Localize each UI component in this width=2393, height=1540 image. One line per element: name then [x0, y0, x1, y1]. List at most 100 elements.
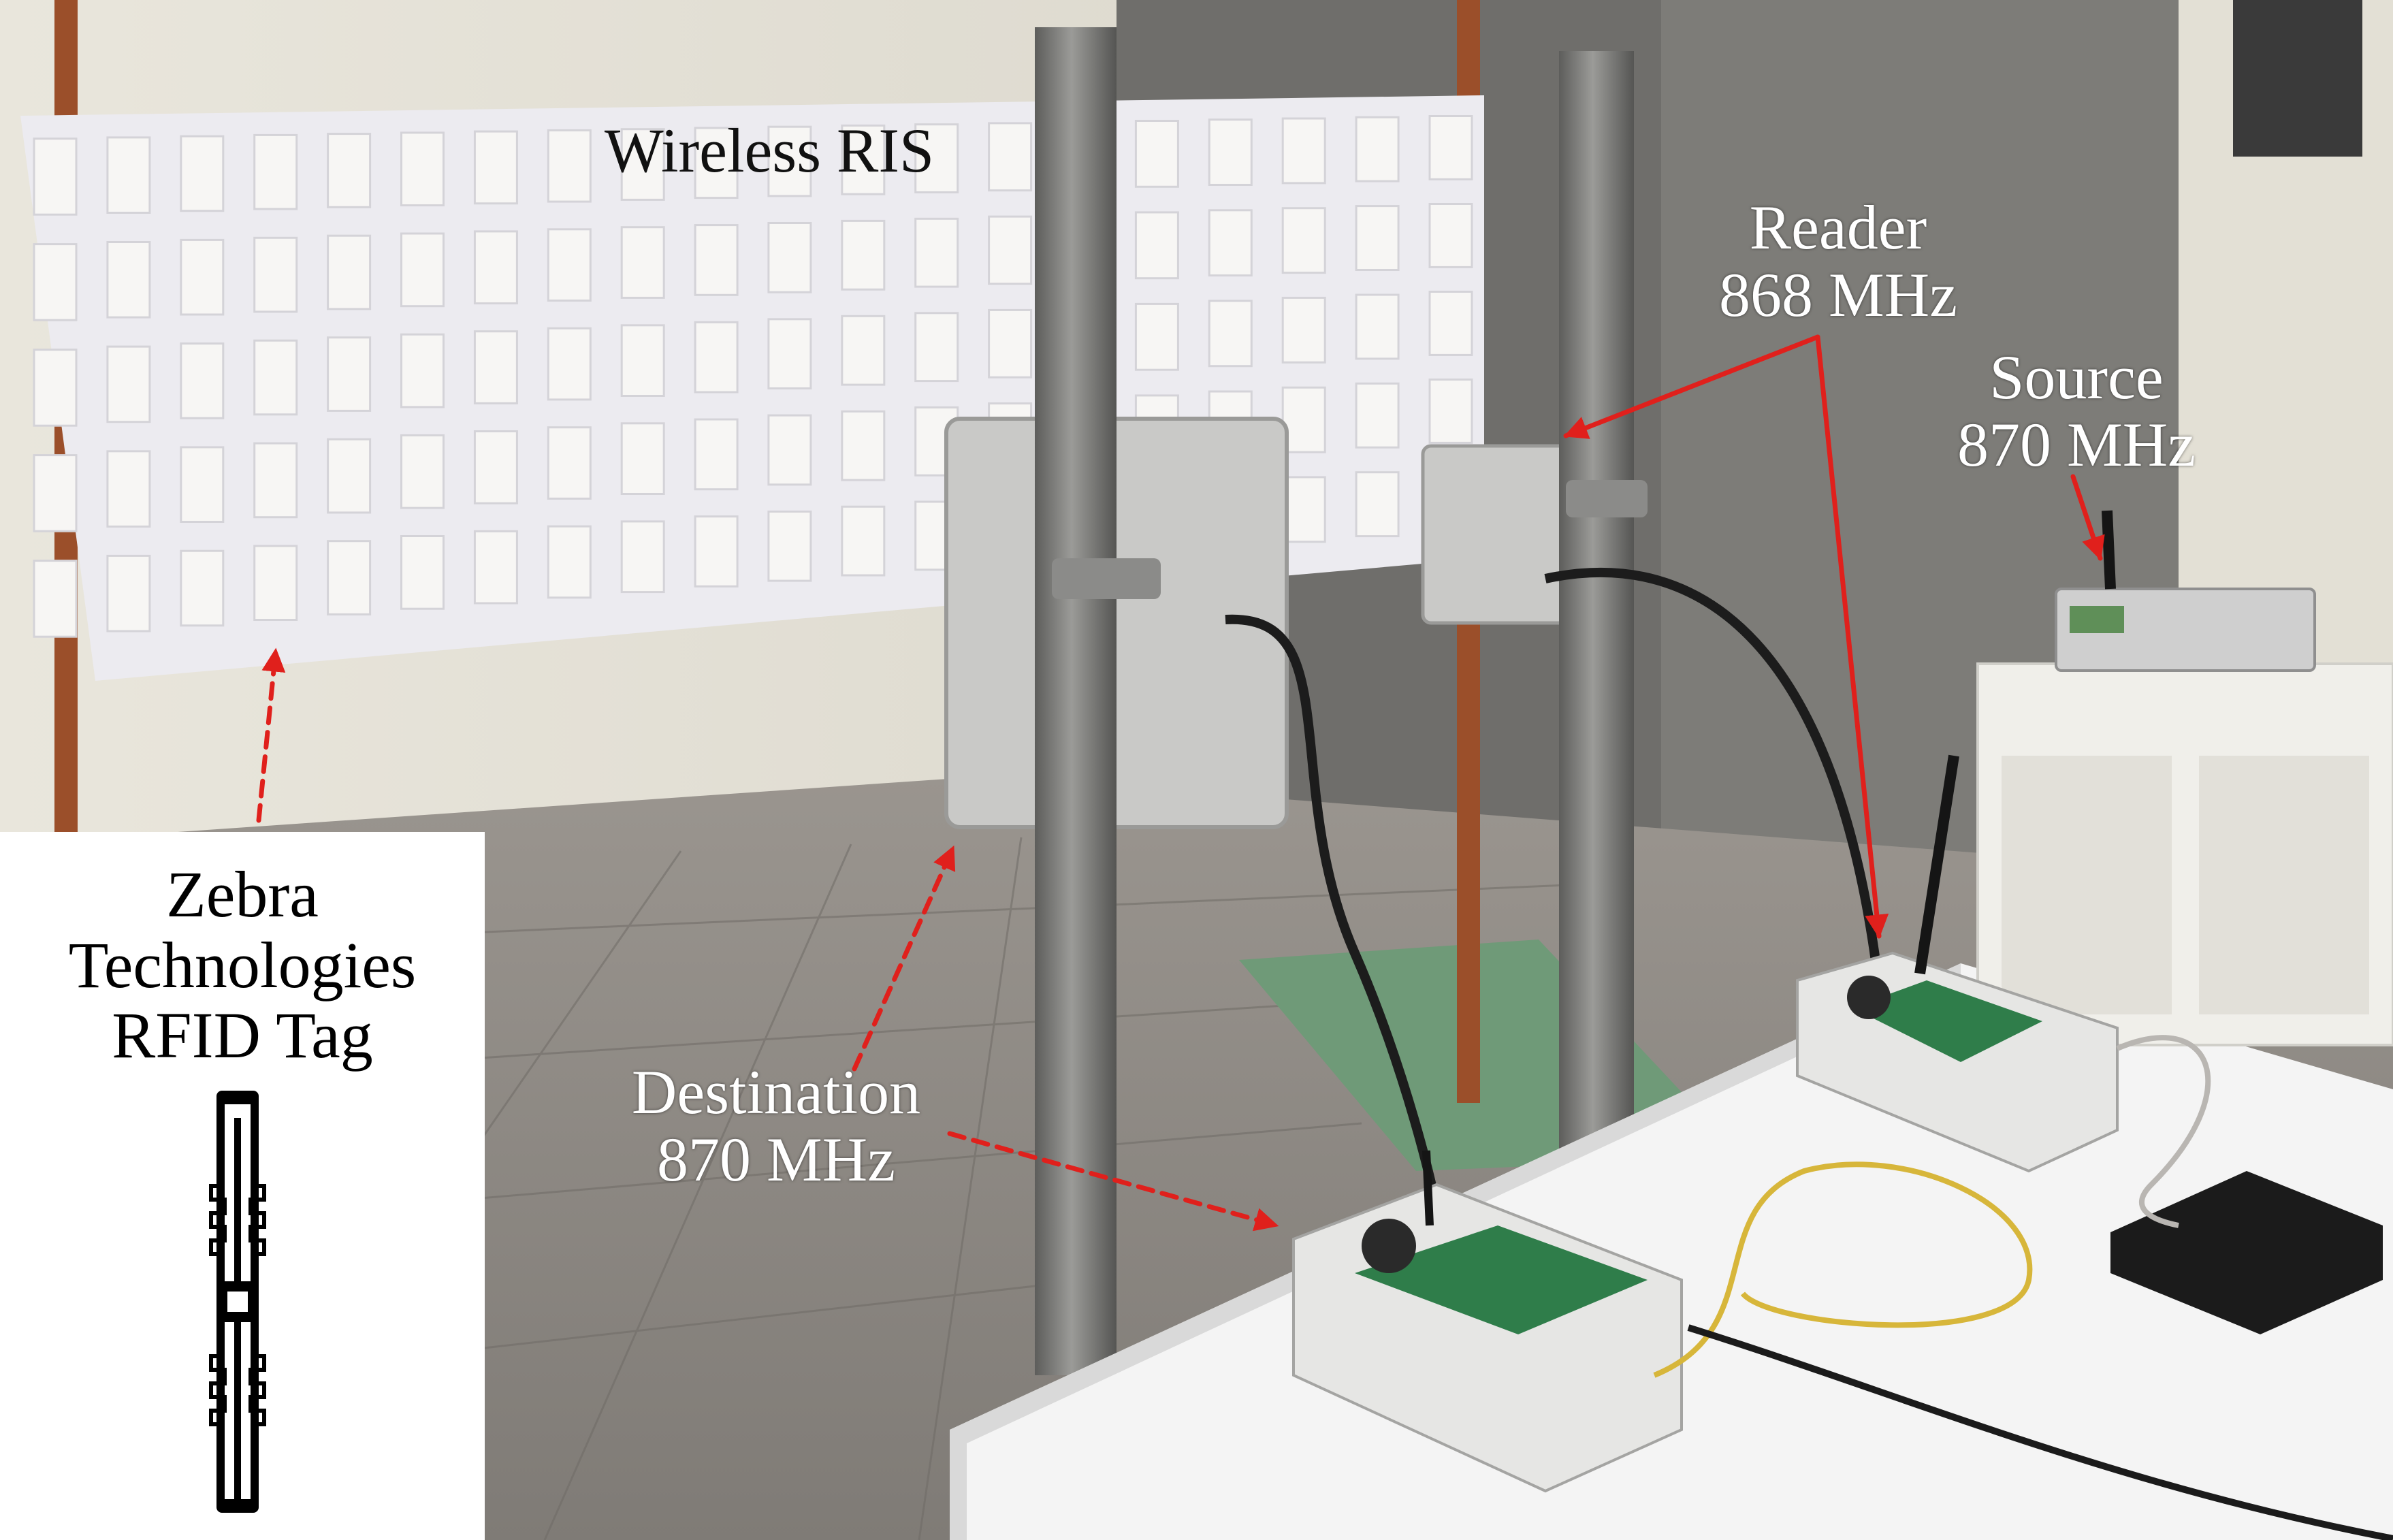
rfid-tile [400, 333, 445, 408]
rfid-tile [33, 243, 78, 321]
rfid-tile [180, 238, 225, 316]
rfid-tile [988, 215, 1033, 285]
rfid-tile [988, 308, 1033, 379]
rfid-tile [400, 434, 445, 509]
rfid-tile [620, 520, 665, 594]
rfid-tile [1208, 209, 1253, 277]
destination-label: Destination 870 MHz [631, 1057, 921, 1195]
rfid-tile [767, 318, 812, 389]
source-display [2070, 606, 2124, 633]
rfid-tile [1355, 116, 1400, 182]
destination-usrp [1292, 1150, 1683, 1493]
rfid-tile [914, 312, 959, 383]
rfid-tile [1134, 211, 1179, 280]
ethernet-cable-yellow [1653, 1161, 2033, 1378]
rfid-tile [180, 342, 225, 419]
rfid-tile [767, 125, 812, 197]
rfid-tile [620, 422, 665, 495]
rfid-tile [841, 505, 886, 577]
rfid-tile [767, 222, 812, 293]
rfid-tile [988, 122, 1033, 192]
rfid-tile [253, 339, 298, 416]
rfid-tile [1428, 115, 1473, 180]
rfid-tile [473, 430, 518, 504]
rfid-tile [694, 224, 739, 296]
rfid-tile [1355, 471, 1400, 538]
rfid-tile [841, 410, 886, 481]
reader-antenna-panel [1421, 444, 1571, 625]
rfid-tile [1355, 293, 1400, 360]
shelf-cubby-right [2199, 756, 2369, 1014]
rfid-tile [253, 545, 298, 622]
rfid-tile [180, 135, 225, 212]
clamp-right [1566, 480, 1648, 517]
rfid-tile [327, 540, 372, 615]
rfid-tile [547, 228, 592, 302]
clamp-left [1052, 558, 1161, 599]
rfid-tile [106, 345, 151, 423]
rfid-tile [473, 130, 518, 205]
rfid-tile [841, 219, 886, 291]
rfid-tile [841, 124, 886, 195]
rfid-tile [33, 138, 78, 216]
rfid-tag-label: Zebra Technologies RFID Tag [68, 858, 417, 1072]
power-cable [1687, 1324, 2393, 1540]
rfid-tile [620, 226, 665, 299]
rfid-tile [694, 418, 739, 491]
arrow-reader-to-antenna [1563, 334, 1820, 439]
rfid-tile [327, 438, 372, 514]
rfid-tile [106, 554, 151, 632]
rfid-tile [106, 136, 151, 214]
rfid-tile [620, 324, 665, 397]
rfid-tile [1281, 476, 1326, 543]
reader-usrp [1796, 754, 2119, 1173]
arrow-destination-to-usrp [947, 1131, 1279, 1232]
rfid-tile [1134, 302, 1179, 371]
network-switch [2110, 1171, 2383, 1334]
rfid-tile [33, 349, 78, 427]
ethernet-cable-grey [2116, 1035, 2211, 1228]
rfid-tiles [33, 115, 1473, 638]
frame-pole-left [1035, 27, 1117, 1375]
rfid-tile [473, 530, 518, 605]
rfid-tile [1355, 382, 1400, 449]
rfid-tile [1428, 291, 1473, 356]
rfid-tile [106, 241, 151, 319]
rfid-tile [1281, 207, 1326, 274]
arrow-source-to-device [2070, 474, 2105, 561]
shelf-cubby-left [2002, 756, 2172, 1014]
arrow-tag-to-ris [256, 647, 286, 823]
wall-box [2233, 0, 2362, 157]
rfid-tile [1428, 203, 1473, 268]
rfid-tile [1208, 300, 1253, 368]
wireless-ris-label: Wireless RIS [604, 116, 935, 185]
rfid-tile [694, 515, 739, 588]
source-label: Source 870 MHz [1957, 342, 2196, 480]
rfid-tile [253, 133, 298, 210]
rfid-tile [914, 217, 959, 288]
rfid-tag-inset: Zebra Technologies RFID Tag [0, 832, 485, 1540]
reader-cable [1544, 567, 1884, 988]
arrow-destination-to-antenna [852, 845, 956, 1072]
rfid-tag-drawing [209, 1091, 266, 1513]
rfid-tile [620, 128, 665, 201]
rfid-tile [1208, 118, 1253, 186]
rfid-tile [694, 321, 739, 394]
rfid-tile [1281, 117, 1326, 185]
rfid-tile [1355, 205, 1400, 272]
source-antenna [2102, 510, 2116, 590]
rfid-tile [547, 426, 592, 500]
rfid-tile [694, 127, 739, 199]
frame-pole-right [1559, 51, 1634, 1154]
rfid-tile [180, 446, 225, 524]
reader-label: Reader 868 MHz [1718, 193, 1958, 330]
rfid-tile [33, 560, 78, 638]
arrow-reader-to-usrp [1815, 334, 1889, 939]
rfid-tile [841, 315, 886, 386]
rfid-tile [547, 327, 592, 401]
rfid-tile [33, 454, 78, 532]
rfid-tile [473, 230, 518, 305]
rfid-tile [106, 450, 151, 528]
